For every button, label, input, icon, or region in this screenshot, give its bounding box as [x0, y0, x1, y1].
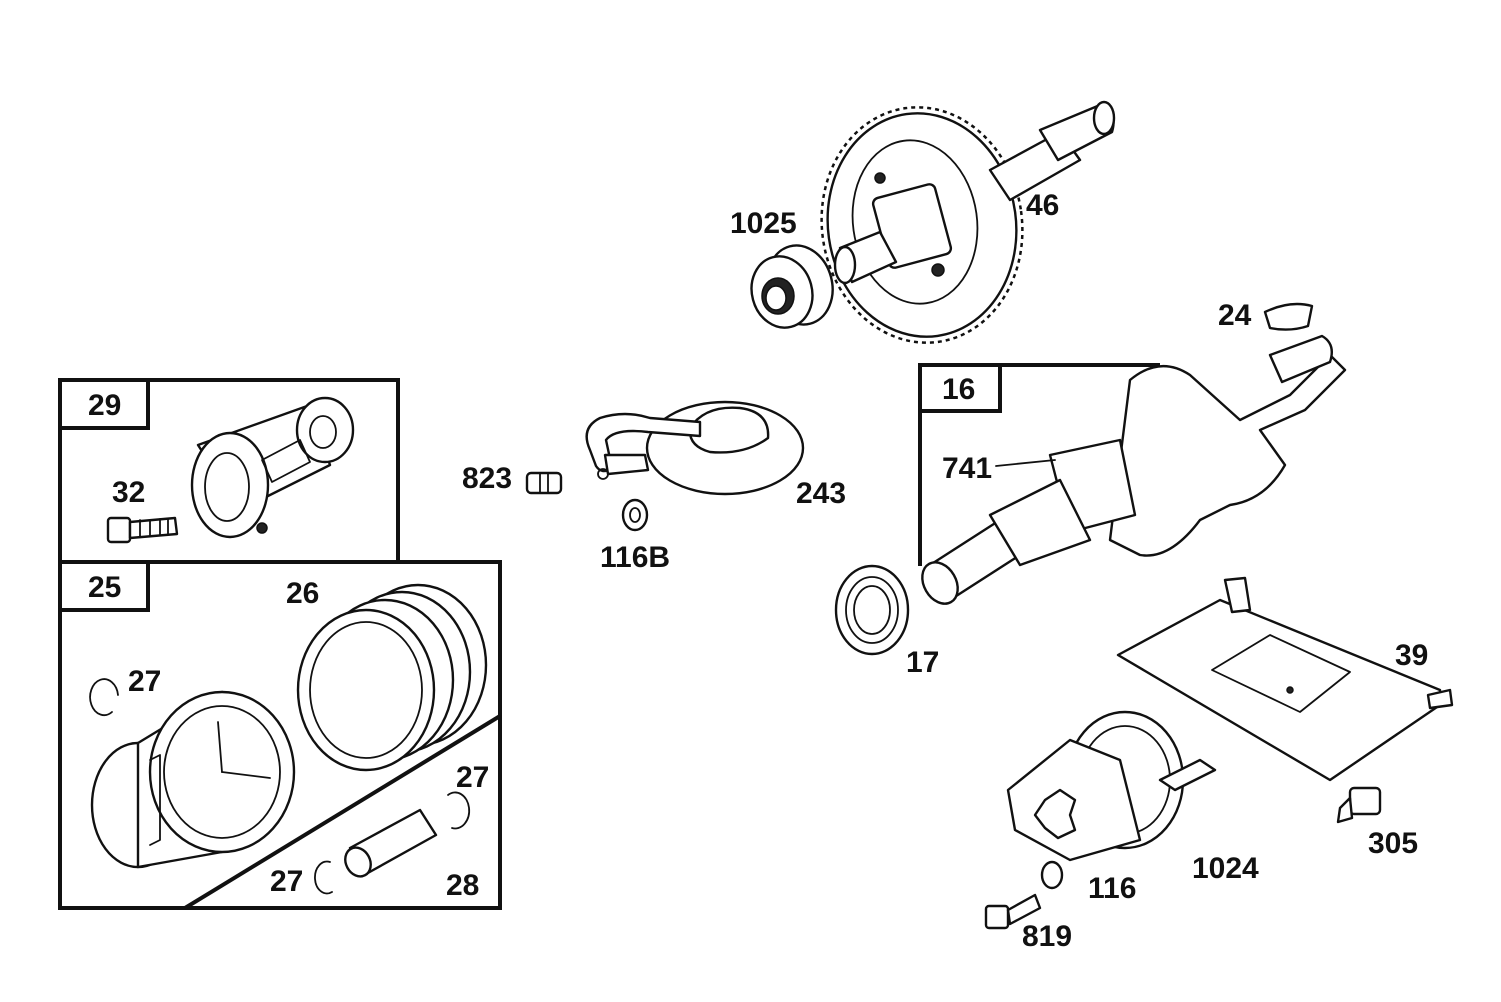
piston-part	[90, 690, 296, 869]
part-1024-oil-pump	[1006, 710, 1217, 862]
callout-17: 17	[906, 646, 939, 679]
part-32-bolt	[106, 516, 179, 544]
callout-243: 243	[796, 477, 846, 510]
part-17-bearing	[834, 564, 910, 656]
part-1025	[750, 244, 834, 329]
kit-box-16	[918, 363, 1160, 566]
part-116-washer	[1040, 860, 1064, 890]
part-243	[585, 400, 805, 496]
callout-823: 823	[462, 462, 512, 495]
part-116b-washer	[621, 498, 649, 532]
connecting-rod-part	[190, 396, 355, 539]
camshaft-gear-part	[820, 100, 1116, 344]
part-27-clip-bottom	[314, 860, 333, 895]
kit-box-25	[58, 560, 502, 910]
callout-32: 32	[112, 476, 145, 509]
part-305-bolt	[1336, 786, 1382, 824]
callout-116: 116	[1088, 872, 1136, 905]
part-27-clip-right	[447, 791, 471, 830]
callout-1025: 1025	[730, 207, 797, 240]
callout-24: 24	[1218, 299, 1252, 332]
piston-rings-part-26	[296, 583, 488, 772]
callout-16: 16	[942, 373, 975, 406]
callout-116b: 116B	[600, 541, 670, 574]
part-28-pin	[344, 808, 438, 878]
part-27-clip-top	[89, 678, 119, 717]
callout-27-right: 27	[456, 761, 489, 794]
callout-27-top: 27	[128, 665, 161, 698]
callout-741: 741	[942, 452, 992, 485]
callout-305: 305	[1368, 827, 1418, 860]
part-24-key	[1263, 302, 1314, 331]
callout-46: 46	[1026, 189, 1059, 222]
leader-line-741	[995, 459, 1056, 467]
callout-27-bottom: 27	[270, 865, 303, 898]
crankshaft-part	[921, 334, 1347, 605]
callout-1024: 1024	[1192, 852, 1259, 885]
callout-29: 29	[88, 389, 121, 422]
callout-26: 26	[286, 577, 319, 610]
callout-39: 39	[1395, 639, 1428, 672]
part-819-bolt	[984, 893, 1042, 930]
callout-28: 28	[446, 869, 479, 902]
callout-25: 25	[88, 571, 121, 604]
part-39-plate	[1116, 576, 1454, 782]
callout-819: 819	[1022, 920, 1072, 953]
part-823	[525, 471, 563, 495]
